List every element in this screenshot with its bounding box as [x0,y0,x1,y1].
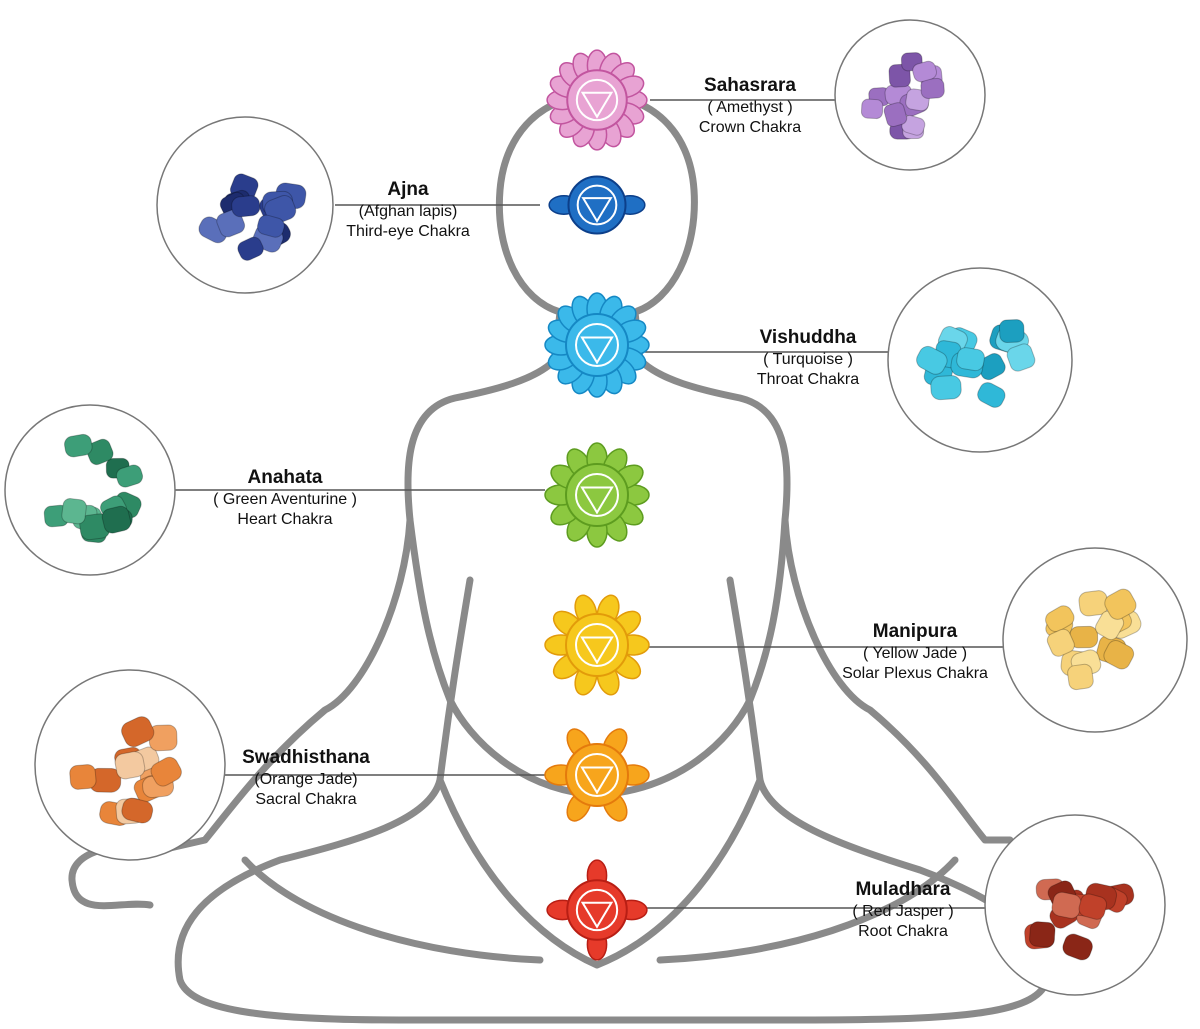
chakra-name: Anahata [247,467,323,488]
chakra-name: Swadhisthana [242,747,370,768]
chakra-type: Crown Chakra [698,119,802,136]
ajna-label: Ajna (Afghan lapis) Third-eye Chakra [346,178,470,242]
stone-name: ( Amethyst ) [707,99,793,116]
sahasrara-label: Sahasrara ( Amethyst ) Crown Chakra [699,74,801,138]
vishuddha-stone-image [887,267,1073,453]
chakra-type: Third-eye Chakra [346,223,470,240]
sahasrara-chakra-symbol-icon [546,49,648,151]
chakra-type: Throat Chakra [756,371,860,388]
stone-name: ( Turquoise ) [763,351,853,368]
stone-name: ( Green Aventurine ) [213,491,357,508]
manipura-chakra-symbol-icon [544,594,650,696]
chakra-type: Heart Chakra [237,511,333,528]
anahata-stone-image [4,404,176,576]
swadhisthana-label: Swadhisthana (Orange Jade) Sacral Chakra [242,746,370,810]
anahata-label: Anahata ( Green Aventurine ) Heart Chakra [213,466,357,530]
swadhisthana-stone-image [34,669,226,861]
stone-name: (Orange Jade) [254,771,358,788]
chakra-name: Ajna [387,179,429,200]
chakra-type: Root Chakra [858,923,948,940]
anahata-chakra-symbol-icon [544,442,650,548]
vishuddha-chakra-symbol-icon [544,292,650,398]
chakra-type: Solar Plexus Chakra [842,665,988,682]
vishuddha-label: Vishuddha ( Turquoise ) Throat Chakra [757,326,859,390]
ajna-chakra-symbol-icon [548,175,646,235]
chakra-name: Manipura [872,621,958,642]
swadhisthana-chakra-symbol-icon [544,728,650,822]
stone-name: ( Yellow Jade ) [862,645,968,662]
sahasrara-stone-image [834,19,986,171]
chakra-name: Muladhara [855,879,951,900]
muladhara-label: Muladhara ( Red Jasper ) Root Chakra [852,878,953,942]
stone-name: ( Red Jasper ) [852,903,954,920]
ajna-stone-image [156,116,334,294]
muladhara-stone-image [984,814,1166,996]
chakra-name: Vishuddha [759,327,857,348]
manipura-label: Manipura ( Yellow Jade ) Solar Plexus Chak… [842,620,988,684]
chakra-name: Sahasrara [704,75,796,96]
muladhara-chakra-symbol-icon [546,859,648,961]
manipura-stone-image [1002,547,1188,733]
stone-name: (Afghan lapis) [358,203,458,220]
chakra-type: Sacral Chakra [255,791,357,808]
